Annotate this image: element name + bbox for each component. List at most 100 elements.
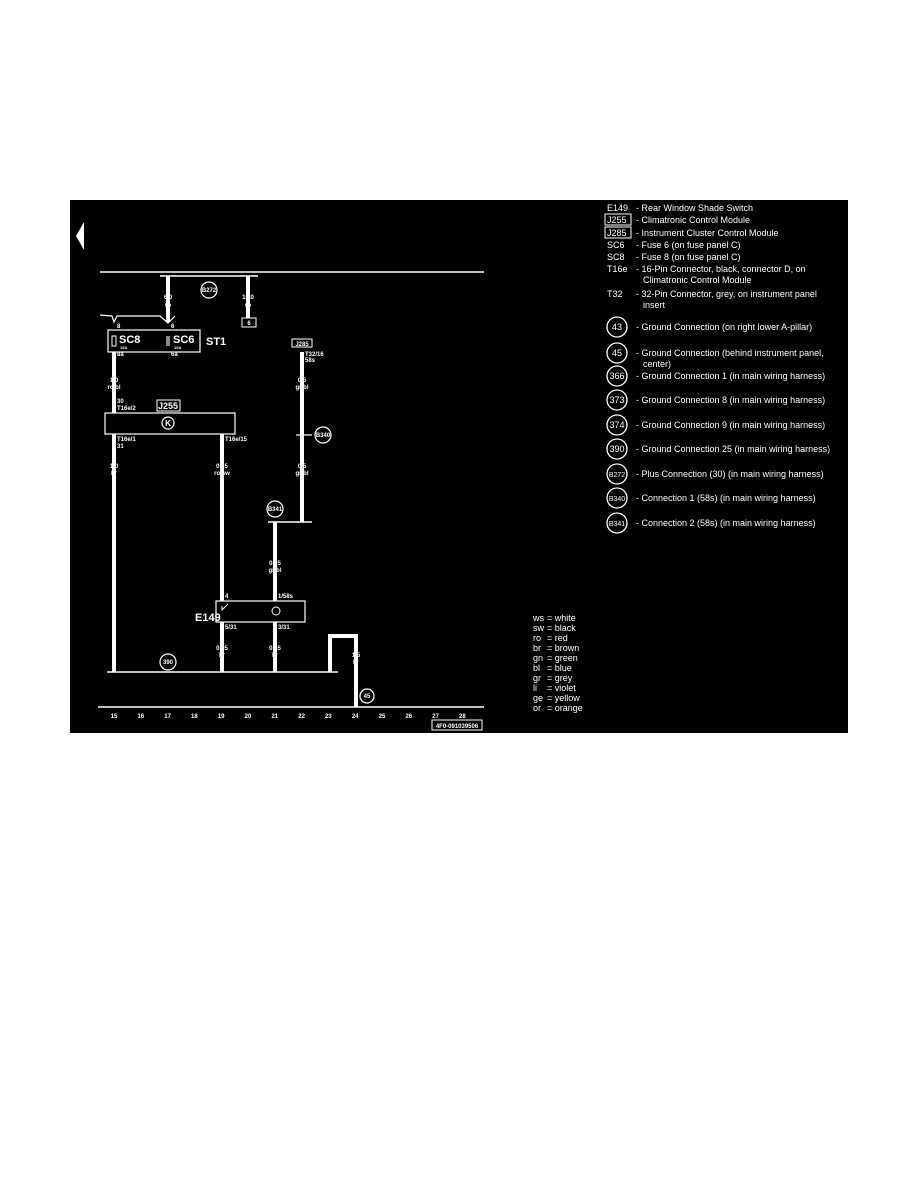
fuse-panel (107, 329, 201, 353)
pin-label: 8a (117, 352, 124, 358)
ground-code: 45 (612, 348, 622, 358)
pin-label: T32/16 (305, 352, 324, 358)
pin-label: 3/31 (278, 625, 290, 631)
e149-switch (215, 600, 306, 623)
legend-code: J285 (607, 228, 627, 238)
ground-legend: 43- Ground Connection (on right lower A-… (606, 316, 830, 534)
column-number: 21 (271, 714, 278, 720)
j285-box (291, 338, 313, 348)
drawing-code: 4F0-091039506 (436, 724, 479, 730)
color-name: = blue (547, 663, 572, 673)
ground-45-label: 45 (364, 694, 371, 700)
fuse-feed (99, 314, 176, 324)
wire-label: ro/bl (108, 385, 121, 391)
wire-label: ro (165, 303, 171, 309)
pin-label: T16e/1 (117, 437, 136, 443)
wire-label: 1,5 (352, 653, 361, 659)
wire-label: br (353, 660, 360, 666)
color-code: ge (533, 693, 543, 703)
e149-label: E149 (195, 612, 221, 624)
wire-label: 0,35 (269, 561, 281, 567)
previous-page-arrow-icon[interactable] (76, 222, 84, 250)
ground-code: 373 (609, 395, 624, 405)
ground-symbol-icon (606, 365, 628, 387)
pin-label: 31 (117, 444, 124, 450)
column-number: 23 (325, 714, 332, 720)
svg-text:K: K (165, 419, 171, 428)
wire-label: 0,35 (269, 646, 281, 652)
wire-label: 10,0 (242, 295, 254, 301)
b340-label: B340 (316, 433, 331, 439)
wire-label: gr/bl (296, 385, 309, 391)
column-number: 27 (432, 714, 439, 720)
ground-390-circle (159, 653, 177, 671)
pin-label: 30 (117, 399, 124, 405)
ground-code: 366 (609, 371, 624, 381)
ground-symbol-icon (606, 342, 628, 364)
wire-label: br (272, 653, 279, 659)
legend-text: - Climatronic Control Module (636, 215, 750, 225)
pin-label: 1/58s (278, 594, 294, 600)
ground-text: - Ground Connection (on right lower A-pi… (636, 322, 812, 332)
column-number: 20 (245, 714, 252, 720)
column-number: 25 (379, 714, 386, 720)
color-code: ro (533, 633, 541, 643)
ground-code: B340 (609, 496, 625, 503)
wire-label: ro (245, 303, 251, 309)
b272-label: B272 (202, 288, 217, 294)
ground-text-cont: center) (643, 359, 671, 369)
ground-symbol-icon (606, 414, 628, 436)
j285-label: J285 (295, 342, 309, 348)
color-code: gr (533, 673, 541, 683)
ground-symbol-icon (606, 512, 628, 534)
legend-code: SC8 (607, 252, 625, 262)
legend-text: - 32-Pin Connector, grey, on instrument … (636, 289, 817, 299)
ground-symbol-icon (606, 463, 628, 485)
j255-module (104, 412, 236, 435)
b340-circle (314, 426, 332, 444)
legend-text: - 16-Pin Connector, black, connector D, … (636, 264, 806, 274)
ground-code: 390 (609, 444, 624, 454)
color-name: = red (547, 633, 568, 643)
pin-label: T16e/15 (225, 437, 248, 443)
legend-code: J255 (607, 215, 627, 225)
pin-label: 5/31 (225, 625, 237, 631)
legend-text: - Rear Window Shade Switch (636, 203, 753, 213)
column-number: 28 (459, 714, 466, 720)
wire-label: br (219, 653, 226, 659)
pin-label: 4 (225, 594, 229, 600)
legend-text: - Instrument Cluster Control Module (636, 228, 779, 238)
wire-labels: 6,0 ro 10,0 ro 8 6 8a 6a 1,0 ro/bl 30 T1… (108, 295, 361, 666)
legend-text: - Fuse 6 (on fuse panel C) (636, 240, 741, 250)
color-code: sw (533, 623, 545, 633)
wire-label: ro/sw (214, 471, 230, 477)
ground-390-label: 390 (163, 660, 174, 666)
climate-icon (161, 416, 175, 430)
fuse-sc6-icon (166, 336, 170, 346)
wire-label: 1,0 (110, 464, 119, 470)
wire-label: br (111, 471, 118, 477)
color-code: gn (533, 653, 543, 663)
ground-text: - Ground Connection 1 (in main wiring ha… (636, 371, 825, 381)
fuse-sc8-rating: 15A (120, 345, 127, 350)
color-name: = green (547, 653, 578, 663)
wire-label: gr/bl (296, 471, 309, 477)
column-number: 17 (164, 714, 171, 720)
column-number: 18 (191, 714, 198, 720)
legend-text-cont: Climatronic Control Module (643, 275, 752, 285)
pin-label: 6 (171, 324, 175, 330)
wire-label: 0,35 (216, 646, 228, 652)
color-code: ws (532, 613, 544, 623)
legend-text-cont: insert (643, 300, 666, 310)
diagram-background (70, 200, 848, 733)
ground-text: - Connection 2 (58s) (in main wiring har… (636, 518, 816, 528)
legend-code: T32 (607, 289, 623, 299)
pin-label: 8 (117, 324, 121, 330)
ground-symbol-icon (606, 438, 628, 460)
legend-code: T16e (607, 264, 628, 274)
ground-text: - Plus Connection (30) (in main wiring h… (636, 469, 824, 479)
ground-code: 374 (609, 420, 624, 430)
color-name: = orange (547, 703, 583, 713)
